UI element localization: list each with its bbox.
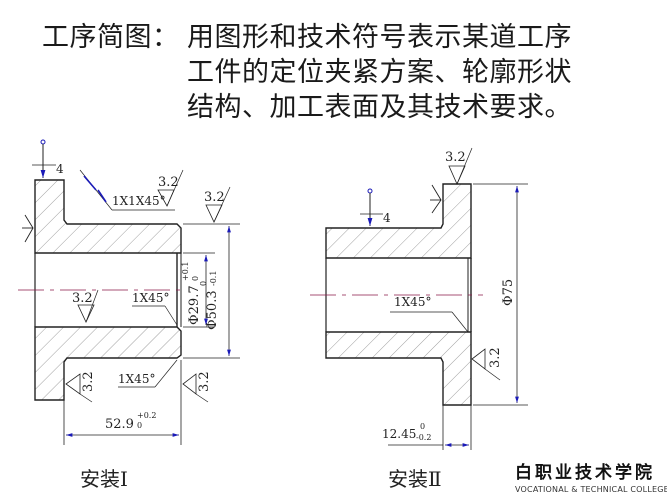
heading-line-1: 用图形和技术符号表示某道工序 [187, 22, 572, 53]
caption-setup-2: 安装Ⅱ [388, 467, 442, 491]
caption-setup-1: 安装Ⅰ [80, 467, 128, 491]
left-chamfer-top: 1X1X45° [112, 194, 166, 208]
left-locating-number: 4 [56, 162, 64, 176]
right-locating-number: 4 [383, 211, 391, 225]
heading-line-2: 工件的定位夹紧方案、轮廓形状 [187, 57, 572, 88]
left-dim-bore-tol-upper: +0.1 [181, 262, 190, 281]
heading-line-3: 结构、加工表面及其技术要求。 [187, 92, 572, 123]
right-dim-thickness-tol-lower: -0.2 [416, 433, 431, 442]
right-roughness-1: 3.2 [445, 150, 466, 165]
logo-chinese: 白职业技术学院 [515, 463, 655, 483]
right-part-drawing: 4 3.2 Φ75 1X45° 3.2 12.45 0 -0.2 [310, 147, 528, 450]
left-dim-length-tol-lower: 0 [137, 421, 142, 430]
left-roughness-3: 3.2 [72, 291, 93, 306]
left-part-drawing: 4 1X1X45° 3.2 3.2 Φ50.3 0 -0.1 Φ2 [18, 139, 240, 445]
left-roughness-2: 3.2 [204, 190, 225, 205]
left-chamfer-outer: 1X45° [118, 372, 155, 386]
left-roughness-1: 3.2 [158, 175, 179, 190]
left-dim-bore-tol-lower: 0 [191, 276, 200, 281]
right-roughness-2: 3.2 [488, 347, 503, 368]
left-dim-bore: Φ29.7 [187, 285, 202, 325]
right-dim-thickness-tol-upper: 0 [420, 422, 425, 431]
left-dim-outer: Φ50.3 [205, 290, 220, 330]
left-dim-length-tol-upper: +0.2 [137, 411, 156, 420]
left-dim-length: 52.9 [105, 417, 134, 432]
right-dim-thickness: 12.45 [382, 427, 416, 441]
right-dim-flange: Φ75 [501, 279, 516, 306]
left-chamfer-inner: 1X45° [132, 291, 169, 305]
heading-label: 工序简图： [42, 22, 180, 53]
left-roughness-5: 3.2 [197, 371, 212, 392]
left-dim-outer-tol-upper: 0 [199, 281, 208, 286]
left-dim-outer-tol-lower: -0.1 [209, 271, 218, 286]
college-logo: 白职业技术学院 VOCATIONAL & TECHNICAL COLLEGE [515, 458, 667, 494]
left-roughness-4: 3.2 [81, 371, 96, 392]
right-chamfer: 1X45° [394, 295, 431, 309]
logo-english: VOCATIONAL & TECHNICAL COLLEGE [515, 485, 667, 494]
